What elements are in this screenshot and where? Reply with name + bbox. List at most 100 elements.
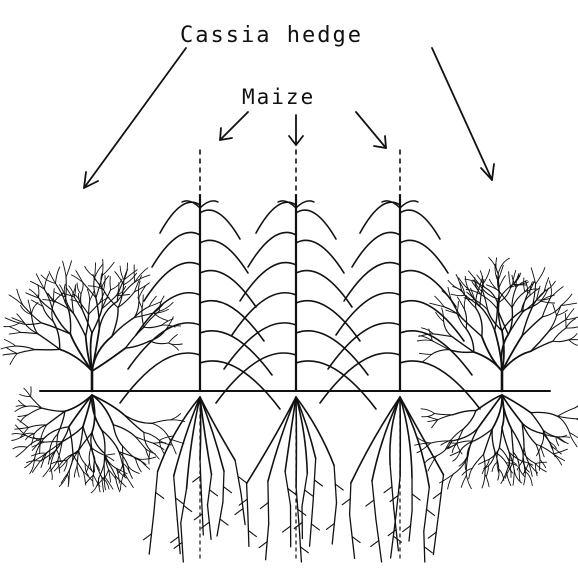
maize-plant-2-root bbox=[296, 397, 307, 473]
maize-plant-2-root bbox=[305, 490, 313, 496]
cassia-hedge-left-root bbox=[89, 447, 91, 462]
cassia-hedge-left-root bbox=[15, 428, 29, 430]
cassia-hedge-right-branch bbox=[509, 272, 511, 288]
cassia-hedge-left-root bbox=[28, 408, 42, 415]
cassia-hedge-right-root bbox=[492, 395, 502, 429]
cassia-hedge-left-root bbox=[67, 474, 68, 487]
cassia-hedge-left-root bbox=[86, 475, 94, 484]
cassia-hedge-right-branch bbox=[553, 328, 566, 341]
cassia-hedge-right-root bbox=[553, 454, 561, 465]
cassia-hedge-left-branch bbox=[102, 288, 103, 308]
cassia-hedge-left-branch bbox=[102, 262, 114, 275]
maize-plant-1-root bbox=[235, 509, 243, 515]
cassia-hedge-left-branch bbox=[169, 335, 178, 344]
maize-plant-1-root bbox=[174, 397, 200, 476]
cassia-hedge-right-branch bbox=[531, 341, 553, 351]
cassia-hedge-right-branch bbox=[483, 269, 490, 284]
maize-plant-1 bbox=[120, 150, 280, 562]
cassia-hedge-left-branch bbox=[6, 348, 17, 354]
maize-plant-3-root bbox=[371, 541, 379, 547]
cassia-hedge-left-root bbox=[79, 450, 86, 464]
cassia-hedge-right-branch bbox=[553, 340, 569, 342]
maize-plant-3-leaf bbox=[320, 353, 400, 403]
cassia-hedge-right-root bbox=[510, 468, 511, 478]
maize-plant-3-leaf bbox=[400, 240, 448, 273]
cassia-hedge-left-branch bbox=[9, 332, 21, 334]
maize-plant-3-root bbox=[390, 496, 398, 502]
cassia-hedge-right-root bbox=[476, 395, 502, 411]
cassia-hedge-left-root bbox=[123, 446, 124, 464]
cassia-hedge-right-root bbox=[463, 411, 476, 429]
cassia-hedge-right-branch bbox=[423, 354, 432, 361]
cassia-hedge-right-branch bbox=[451, 294, 465, 295]
maize-plant-3-root bbox=[366, 500, 374, 506]
maize-plant-3-root bbox=[351, 397, 400, 483]
cassia-hedge-right-root bbox=[535, 462, 546, 463]
cassia-hedge-right-root bbox=[502, 395, 522, 423]
cassia-hedge-left-branch bbox=[77, 283, 81, 294]
maize-arrow-center bbox=[289, 115, 303, 145]
maize-plant-1-root bbox=[156, 492, 164, 498]
cassia-hedge-left-root bbox=[152, 420, 170, 423]
cassia-hedge-right-branch bbox=[569, 334, 577, 340]
cassia-hedge-right-root bbox=[438, 415, 453, 420]
maize-plant-2-leaf bbox=[296, 201, 314, 208]
maize-label: Maize bbox=[242, 85, 315, 109]
cassia-hedge-left-branch bbox=[38, 334, 60, 350]
cassia-hedge-left-branch bbox=[85, 266, 95, 277]
cassia-hedge-left-branch bbox=[110, 277, 111, 290]
cassia-hedge-right-root bbox=[484, 455, 486, 475]
cassia-hedge-right-root bbox=[492, 429, 495, 452]
cassia-hedge-left-root bbox=[144, 432, 160, 440]
cassia-hedge-left-root bbox=[93, 475, 94, 486]
cassia-hedge-right-root bbox=[428, 456, 437, 471]
cassia-hedge-right-root bbox=[531, 413, 543, 431]
maize-plant-2-leaf bbox=[248, 232, 296, 267]
maize-plant-3-leaf bbox=[352, 232, 400, 267]
maize-plant-2-root bbox=[239, 499, 247, 505]
maize-plant-3-leaf bbox=[400, 210, 440, 239]
cassia-hedge-right-root bbox=[435, 414, 453, 415]
cassia-hedge-right-branch bbox=[419, 353, 431, 354]
cassia-hedge-left-branch bbox=[120, 266, 124, 280]
cassia-hedge-right-root bbox=[531, 412, 558, 416]
cassia-hedge-left-branch bbox=[35, 349, 60, 350]
cassia-hedge-left-branch bbox=[10, 327, 21, 332]
cassia-hedge-left-root bbox=[139, 459, 149, 469]
cassia-hedge-right-root bbox=[558, 437, 568, 444]
cassia-hedge-left-root bbox=[13, 447, 27, 449]
maize-plant-3 bbox=[320, 150, 480, 562]
cassia-hedge-left-root bbox=[27, 461, 41, 463]
cassia-hedge-right-root bbox=[428, 417, 438, 420]
cassia-hedge-left-root bbox=[94, 461, 99, 470]
cassia-hedge-right-branch bbox=[417, 340, 432, 341]
maize-plant-2-root bbox=[260, 503, 268, 509]
maize-plant-1-leaf bbox=[120, 353, 200, 403]
cassia-hedge-left-branch bbox=[92, 309, 102, 333]
cassia-hedge-left-branch bbox=[91, 333, 92, 371]
cassia-hedge-right-root bbox=[479, 395, 503, 427]
cassia-hedge-right bbox=[415, 257, 578, 489]
cassia-hedge-left-branch bbox=[92, 348, 126, 371]
cassia-hedge-right-root bbox=[461, 475, 466, 487]
cassia-hedge-left-root bbox=[17, 419, 28, 428]
maize-plant-1-root bbox=[174, 542, 182, 548]
cassia-hedge-left-branch bbox=[74, 314, 86, 337]
cassia-hedge-left-root bbox=[34, 425, 46, 434]
cassia-hedge-right-root bbox=[553, 454, 564, 461]
cassia-hedge-right-branch bbox=[569, 340, 578, 346]
hedge-arrow-right bbox=[432, 48, 494, 180]
cassia-hedge-left bbox=[1, 259, 185, 493]
maize-plant-3-root bbox=[424, 547, 432, 553]
cassia-hedge-left-root bbox=[42, 408, 65, 411]
cassia-hedge-left-branch bbox=[117, 282, 134, 301]
hedge-arrow-left bbox=[84, 48, 186, 188]
maize-plant-2-leaf bbox=[296, 361, 376, 409]
cassia-hedge-left-branch bbox=[66, 261, 72, 277]
maize-plant-1-root bbox=[224, 487, 232, 493]
cassia-hedge-left-root bbox=[92, 433, 105, 454]
cassia-hedge-left-branch bbox=[144, 325, 162, 327]
maize-plant-1-root bbox=[220, 519, 228, 525]
cassia-hedge-left-branch bbox=[17, 350, 35, 354]
cassia-hedge-right-branch bbox=[432, 350, 449, 355]
